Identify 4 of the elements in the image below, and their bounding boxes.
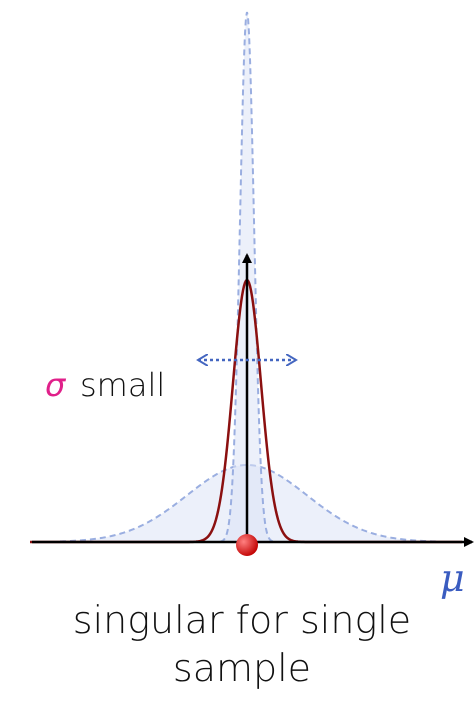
sigma-symbol: σ xyxy=(45,366,66,404)
caption-text: singular for single sample xyxy=(72,597,412,692)
axis-label: small xyxy=(80,366,166,404)
axis-label: μ xyxy=(440,556,465,600)
